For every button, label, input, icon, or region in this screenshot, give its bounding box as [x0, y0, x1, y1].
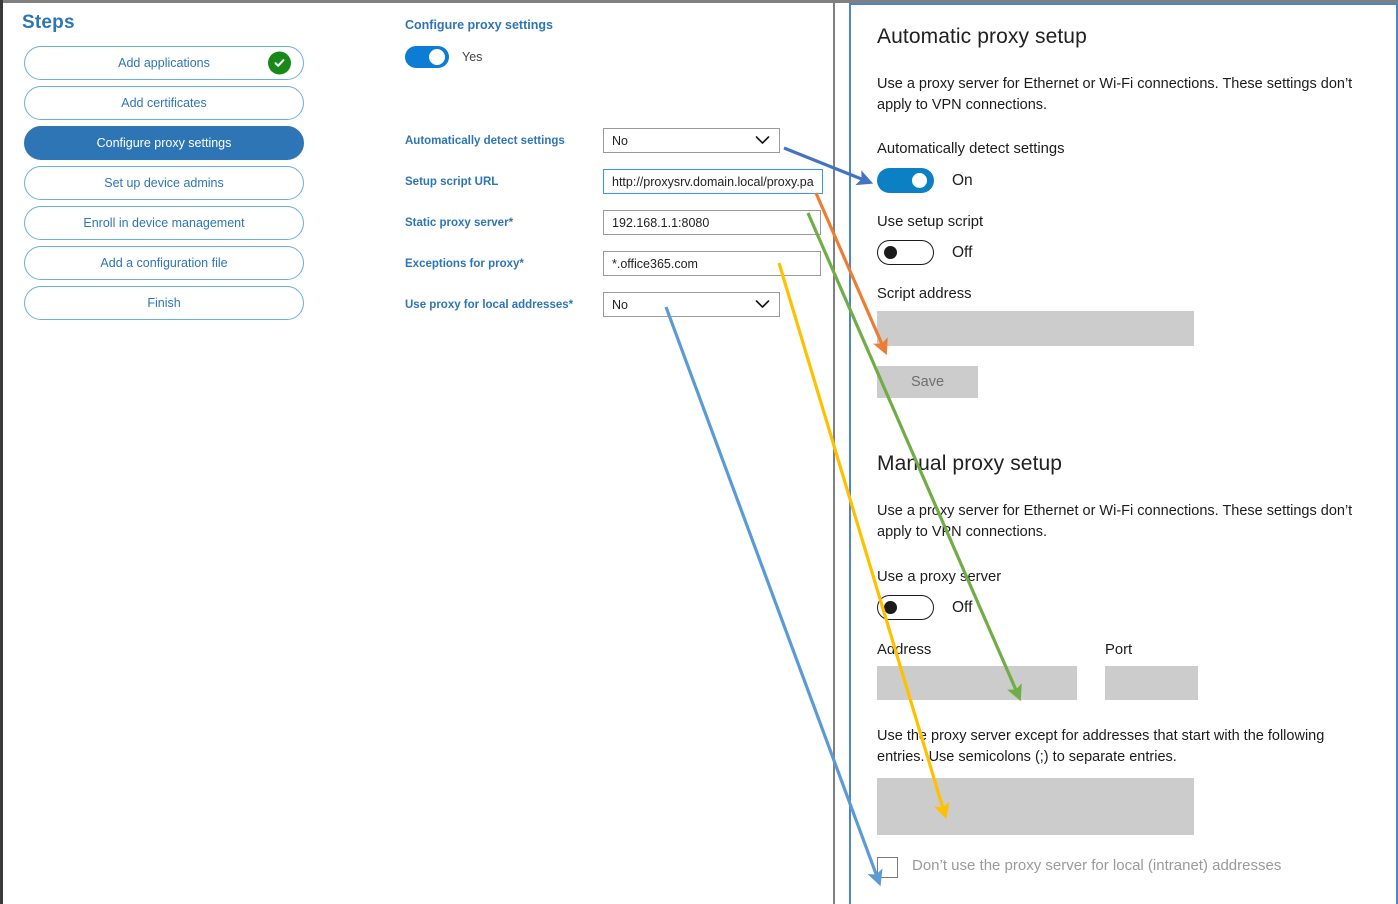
auto-detect-settings-row: On — [877, 168, 1377, 193]
use-setup-script-row: Off — [877, 240, 1377, 265]
step-label: Set up device admins — [104, 176, 224, 190]
input-exceptions-for-proxy[interactable]: *.office365.com — [603, 251, 821, 276]
port-input[interactable] — [1105, 666, 1198, 700]
port-label: Port — [1105, 642, 1133, 658]
label-text: Static proxy server — [405, 217, 509, 229]
use-a-proxy-server-toggle[interactable] — [877, 595, 934, 620]
configure-proxy-toggle-row: Yes — [405, 44, 825, 70]
step-label: Add applications — [118, 56, 210, 70]
use-a-proxy-server-label: Use a proxy server — [877, 569, 1002, 585]
use-setup-script-label: Use setup script — [877, 214, 984, 230]
check-circle-icon — [268, 51, 291, 75]
step-label: Finish — [147, 296, 181, 310]
field-row-use-proxy-for-local-addresses: Use proxy for local addresses* No — [405, 292, 825, 333]
use-a-proxy-server-row: Off — [877, 595, 1377, 620]
save-button[interactable]: Save — [877, 366, 978, 398]
step-item-enroll-in-device-management[interactable]: Enroll in device management — [24, 206, 304, 240]
field-row-static-proxy-server: Static proxy server* 192.168.1.1:8080 — [405, 210, 825, 251]
step-label: Add certificates — [121, 96, 207, 110]
step-item-configure-proxy-settings[interactable]: Configure proxy settings — [24, 126, 304, 160]
toggle-knob — [912, 173, 927, 188]
chevron-down-icon — [755, 298, 770, 311]
step-item-add-applications[interactable]: Add applications — [24, 46, 304, 80]
configure-proxy-toggle[interactable] — [405, 46, 449, 68]
automatic-proxy-setup-heading: Automatic proxy setup — [877, 25, 1087, 48]
input-setup-script-url[interactable]: http://proxysrv.domain.local/proxy.pa — [603, 169, 823, 194]
label-text: Setup script URL — [405, 176, 499, 188]
step-label: Enroll in device management — [83, 216, 245, 230]
script-address-input[interactable] — [877, 311, 1194, 346]
windows-settings-content: Automatic proxy setup Use a proxy server… — [877, 5, 1377, 878]
toggle-knob — [884, 601, 897, 614]
address-label: Address — [877, 642, 932, 658]
field-label-static-proxy-server: Static proxy server* — [405, 217, 513, 229]
label-text: Exceptions for proxy — [405, 258, 520, 270]
select-automatically-detect-settings[interactable]: No — [603, 128, 780, 153]
automatic-proxy-description: Use a proxy server for Ethernet or Wi-Fi… — [877, 76, 1353, 113]
chevron-down-icon — [755, 134, 770, 147]
toggle-knob — [429, 49, 445, 65]
bypass-local-addresses-row[interactable]: Don’t use the proxy server for local (in… — [877, 857, 1377, 878]
field-control-wrap: No — [603, 292, 780, 317]
windows-proxy-settings-panel: Automatic proxy setup Use a proxy server… — [849, 3, 1398, 904]
field-row-setup-script-url: Setup script URL http://proxysrv.domain.l… — [405, 169, 825, 210]
address-port-row: Address Port — [877, 642, 1377, 700]
use-setup-script-state: Off — [952, 243, 973, 261]
label-text: Use proxy for local addresses — [405, 299, 569, 311]
bypass-local-addresses-checkbox[interactable] — [877, 857, 898, 878]
field-label-automatically-detect-settings: Automatically detect settings — [405, 135, 565, 147]
vertical-divider — [833, 3, 835, 904]
auto-detect-settings-toggle[interactable] — [877, 168, 934, 193]
proxy-exceptions-input[interactable] — [877, 778, 1194, 835]
use-setup-script-toggle[interactable] — [877, 240, 934, 265]
field-label-use-proxy-for-local-addresses: Use proxy for local addresses* — [405, 299, 573, 311]
toggle-knob — [884, 246, 897, 259]
configure-proxy-toggle-label: Yes — [462, 50, 483, 64]
field-control-wrap: *.office365.com — [603, 251, 821, 276]
field-control-wrap: 192.168.1.1:8080 — [603, 210, 821, 235]
address-group: Address — [877, 642, 1077, 700]
field-label-exceptions-for-proxy: Exceptions for proxy* — [405, 258, 524, 270]
proxy-exceptions-description: Use the proxy server except for addresse… — [877, 728, 1325, 765]
field-control-wrap: No — [603, 128, 780, 153]
required-marker: * — [519, 258, 524, 270]
field-control-wrap: http://proxysrv.domain.local/proxy.pa — [603, 169, 823, 194]
manual-proxy-description: Use a proxy server for Ethernet or Wi-Fi… — [877, 503, 1353, 540]
field-row-exceptions-for-proxy: Exceptions for proxy* *.office365.com — [405, 251, 825, 292]
select-value: No — [612, 133, 628, 148]
window-top-border — [0, 0, 1398, 3]
use-a-proxy-server-state: Off — [952, 598, 973, 616]
step-item-add-certificates[interactable]: Add certificates — [24, 86, 304, 120]
auto-detect-settings-state: On — [952, 171, 973, 189]
select-use-proxy-for-local-addresses[interactable]: No — [603, 292, 780, 317]
label-text: Automatically detect settings — [405, 135, 565, 147]
required-marker: * — [508, 217, 514, 229]
proxy-form-panel: Configure proxy settings Yes — [405, 18, 825, 70]
field-label-setup-script-url: Setup script URL — [405, 176, 498, 188]
arrow-local-addresses — [664, 306, 883, 887]
step-item-set-up-device-admins[interactable]: Set up device admins — [24, 166, 304, 200]
step-item-finish[interactable]: Finish — [24, 286, 304, 320]
step-label: Configure proxy settings — [96, 136, 232, 150]
step-label: Add a configuration file — [100, 256, 228, 270]
steps-title: Steps — [22, 12, 75, 33]
manual-proxy-setup-heading: Manual proxy setup — [877, 452, 1063, 475]
form-heading: Configure proxy settings — [405, 18, 553, 32]
step-item-add-a-configuration-file[interactable]: Add a configuration file — [24, 246, 304, 280]
input-static-proxy-server[interactable]: 192.168.1.1:8080 — [603, 210, 821, 235]
script-address-label: Script address — [877, 286, 972, 302]
select-value: No — [612, 297, 628, 312]
required-marker: * — [568, 299, 574, 311]
port-group: Port — [1105, 642, 1198, 700]
auto-detect-settings-label: Automatically detect settings — [877, 141, 1065, 157]
field-row-automatically-detect-settings: Automatically detect settings No — [405, 128, 825, 169]
bypass-local-addresses-label: Don’t use the proxy server for local (in… — [912, 857, 1282, 874]
address-input[interactable] — [877, 666, 1077, 700]
window-left-border — [0, 0, 3, 904]
